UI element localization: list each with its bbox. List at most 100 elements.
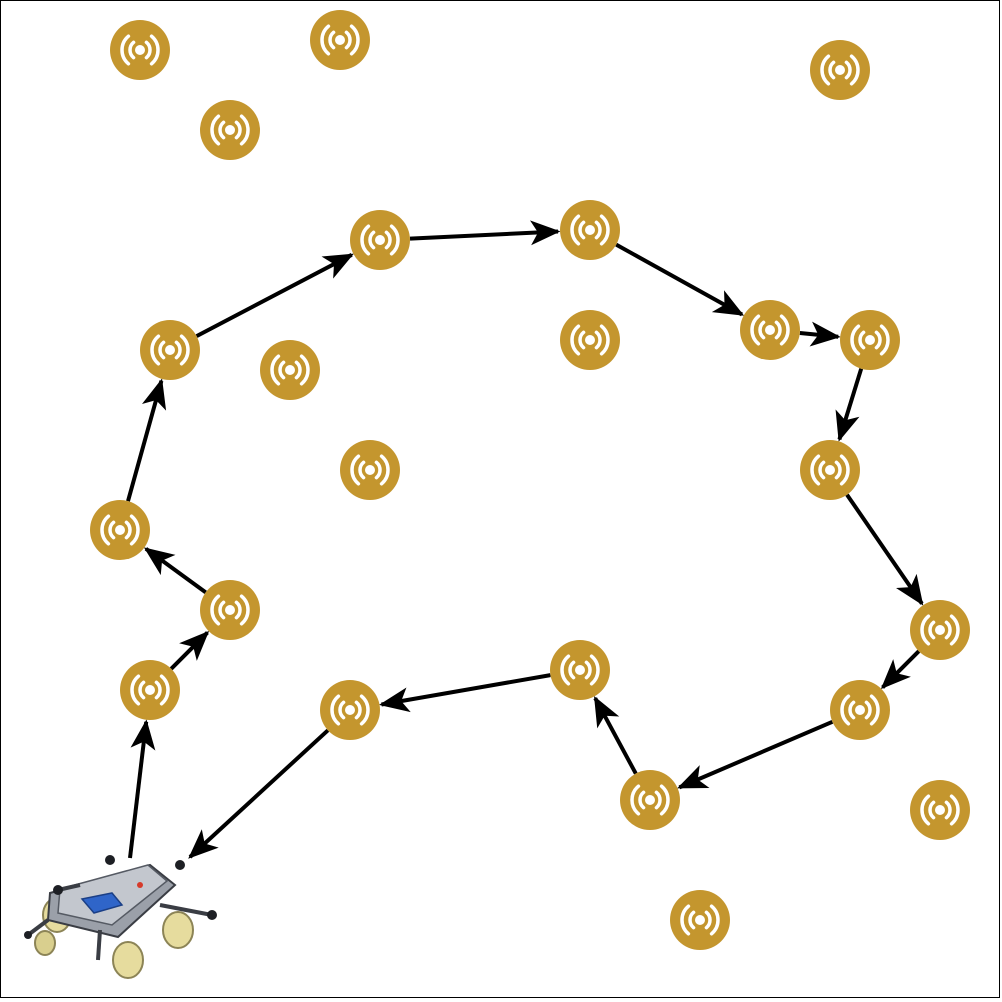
signal-wave — [120, 34, 131, 66]
signal-wave — [218, 600, 226, 620]
signal-wave — [570, 214, 581, 246]
wireless-signal-icon — [350, 210, 410, 270]
signal-wave — [920, 794, 931, 826]
sensor-center-dot — [375, 235, 385, 245]
signal-wave — [154, 680, 162, 700]
robot-arm — [26, 918, 50, 937]
signal-wave — [138, 680, 146, 700]
signal-wave — [820, 54, 831, 86]
wireless-signal-icon — [740, 300, 800, 360]
signal-wave — [834, 460, 842, 480]
sensor-center-dot — [645, 795, 655, 805]
signal-wave — [704, 910, 712, 930]
wireless-signal-icon — [310, 10, 370, 70]
signal-wave — [578, 220, 586, 240]
signal-wave — [358, 460, 366, 480]
signal-wave — [599, 214, 610, 246]
signal-wave — [150, 334, 161, 366]
route-arrow — [845, 493, 924, 606]
signal-wave — [818, 460, 826, 480]
signal-wave — [349, 24, 360, 56]
signal-wave — [270, 354, 281, 386]
wireless-signal-icon — [670, 890, 730, 950]
sensor-center-dot — [585, 225, 595, 235]
robot-wheel — [162, 911, 194, 949]
signal-wave — [928, 800, 936, 820]
signal-wave — [828, 60, 836, 80]
signal-wave — [949, 614, 960, 646]
wireless-signal-icon — [910, 780, 970, 840]
signal-wave — [844, 60, 852, 80]
wireless-signal-icon — [320, 680, 380, 740]
wireless-signal-icon — [830, 680, 890, 740]
signal-wave — [294, 360, 302, 380]
signal-wave — [589, 654, 600, 686]
sensor-center-dot — [765, 325, 775, 335]
wireless-signal-icon — [110, 20, 170, 80]
signal-wave — [124, 520, 132, 540]
signal-wave — [920, 614, 931, 646]
sensor-center-dot — [225, 605, 235, 615]
sensor-center-dot — [335, 35, 345, 45]
robot-joint — [24, 931, 32, 939]
signal-wave — [560, 654, 571, 686]
signal-wave — [949, 794, 960, 826]
sensor-center-dot — [135, 45, 145, 55]
wireless-signal-icon — [120, 660, 180, 720]
signal-wave — [680, 904, 691, 936]
signal-wave — [594, 330, 602, 350]
signal-wave — [630, 784, 641, 816]
signal-wave — [239, 594, 250, 626]
signal-wave — [149, 34, 160, 66]
signal-wave — [130, 674, 141, 706]
robot-arm — [96, 929, 102, 961]
sensor-center-dot — [825, 465, 835, 475]
wireless-signal-icon — [800, 440, 860, 500]
route-arrow — [677, 719, 834, 790]
signal-wave — [810, 454, 821, 486]
robot-wheel — [34, 930, 56, 956]
sensor-center-dot — [145, 685, 155, 695]
wireless-signal-icon — [620, 770, 680, 830]
signal-wave — [239, 114, 250, 146]
wireless-signal-icon — [90, 500, 150, 560]
sensor-center-dot — [285, 365, 295, 375]
sensor-center-dot — [115, 525, 125, 535]
sensor-nodes — [90, 10, 970, 950]
wireless-signal-icon — [910, 600, 970, 660]
route-arrow — [128, 719, 156, 859]
signal-wave — [338, 700, 346, 720]
signal-wave — [359, 694, 370, 726]
sensor-center-dot — [935, 625, 945, 635]
signal-wave — [594, 220, 602, 240]
signal-wave — [158, 340, 166, 360]
signal-wave — [578, 330, 586, 350]
signal-wave — [874, 330, 882, 350]
signal-wave — [568, 660, 576, 680]
route-arrow — [169, 630, 210, 671]
signal-wave — [179, 334, 190, 366]
signal-wave — [320, 24, 331, 56]
route-arrow — [799, 321, 841, 347]
sensor-center-dot — [865, 335, 875, 345]
route-arrow — [188, 728, 330, 859]
signal-wave — [344, 30, 352, 50]
wireless-signal-icon — [560, 200, 620, 260]
signal-wave — [360, 224, 371, 256]
sensor-center-dot — [225, 125, 235, 135]
signal-wave — [849, 54, 860, 86]
route-arrow — [195, 253, 354, 338]
signal-wave — [368, 230, 376, 250]
signal-wave — [879, 324, 890, 356]
signal-wave — [944, 800, 952, 820]
signal-wave — [758, 320, 766, 340]
signal-wave — [210, 594, 221, 626]
signal-wave — [354, 700, 362, 720]
robot-joint — [105, 855, 115, 865]
robot-wheel — [112, 941, 144, 979]
sensor-center-dot — [575, 665, 585, 675]
signal-wave — [278, 360, 286, 380]
signal-wave — [389, 224, 400, 256]
